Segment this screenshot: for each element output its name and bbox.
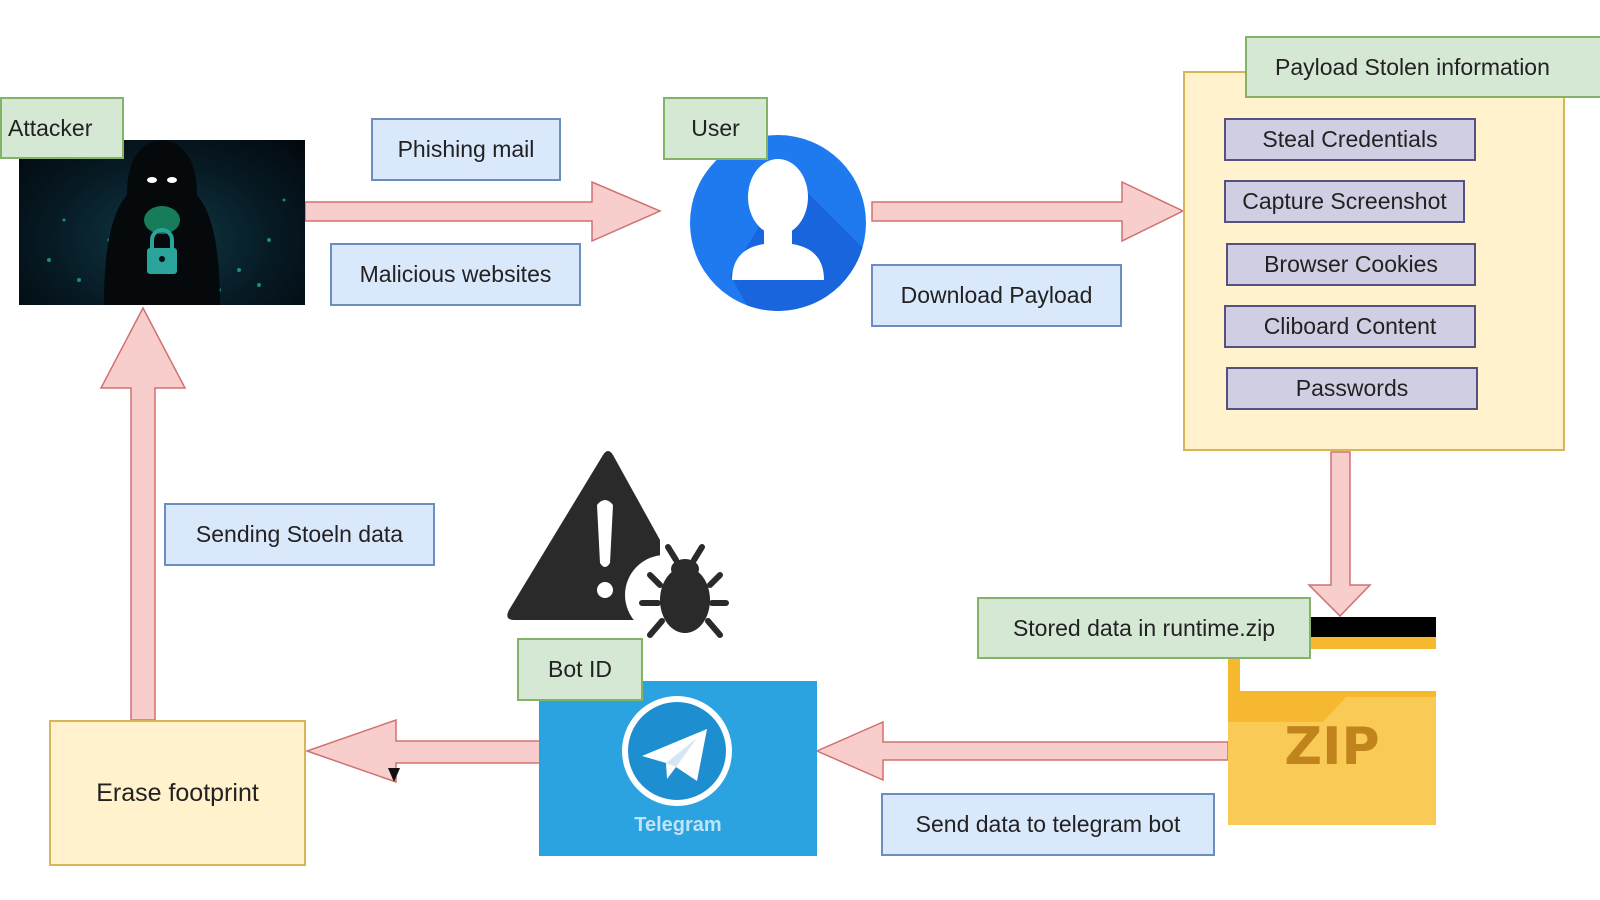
payload-item: Browser Cookies xyxy=(1226,243,1476,286)
zip-label: Stored data in runtime.zip xyxy=(977,597,1311,659)
zip-text: ZIP xyxy=(1284,717,1380,777)
attacker-image xyxy=(19,140,305,305)
user-icon xyxy=(730,159,866,311)
edge-label-send-telegram: Send data to telegram bot xyxy=(881,793,1215,856)
user-label-text: User xyxy=(691,115,740,141)
user-avatar xyxy=(690,135,866,311)
arrow-telegram-to-erase xyxy=(304,718,541,784)
bot-id-text: Bot ID xyxy=(548,656,612,682)
edge-label-download: Download Payload xyxy=(871,264,1122,327)
bot-id-label: Bot ID xyxy=(517,638,643,701)
telegram-icon xyxy=(622,696,732,806)
edge-label-phishing: Phishing mail xyxy=(371,118,561,181)
arrow-attacker-to-user xyxy=(304,180,662,243)
telegram-box: Telegram xyxy=(539,681,817,856)
payload-item-text: Browser Cookies xyxy=(1264,251,1438,277)
bug-icon xyxy=(639,544,729,638)
warning-bug-icon xyxy=(507,451,729,638)
payload-item-text: Cliboard Content xyxy=(1263,313,1437,339)
arrow-erase-to-attacker xyxy=(99,306,187,721)
payload-item-text: Steal Credentials xyxy=(1262,126,1438,152)
download-text: Download Payload xyxy=(900,282,1093,308)
hacker-icon xyxy=(47,140,286,305)
phishing-text: Phishing mail xyxy=(397,136,535,162)
edge-label-malicious: Malicious websites xyxy=(330,243,581,306)
edge-label-sending-stolen: Sending Stoeln data xyxy=(164,503,435,566)
payload-item-text: Passwords xyxy=(1295,375,1409,401)
sending-stolen-text: Sending Stoeln data xyxy=(195,521,404,547)
arrow-zip-to-telegram xyxy=(815,720,1229,782)
attacker-label: Attacker xyxy=(0,97,124,159)
attacker-label-text: Attacker xyxy=(8,114,93,141)
payload-item: Capture Screenshot xyxy=(1224,180,1465,223)
warning-triangle-icon xyxy=(507,451,660,620)
malicious-text: Malicious websites xyxy=(359,261,552,287)
send-telegram-text: Send data to telegram bot xyxy=(915,811,1181,837)
erase-footprint-box: Erase footprint xyxy=(49,720,306,866)
erase-text: Erase footprint xyxy=(96,778,259,807)
payload-item: Passwords xyxy=(1226,367,1478,410)
arrow-payload-to-zip xyxy=(1307,451,1372,618)
payload-label: Payload Stolen information xyxy=(1245,36,1600,98)
payload-label-text: Payload Stolen information xyxy=(1275,53,1550,80)
payload-item: Cliboard Content xyxy=(1224,305,1476,348)
payload-item: Steal Credentials xyxy=(1224,118,1476,161)
user-label: User xyxy=(663,97,768,160)
zip-label-text: Stored data in runtime.zip xyxy=(1012,614,1276,641)
payload-item-text: Capture Screenshot xyxy=(1242,188,1447,214)
cursor-mark-icon xyxy=(388,768,400,782)
arrow-user-to-payload xyxy=(871,180,1185,243)
telegram-text: Telegram xyxy=(634,814,722,836)
